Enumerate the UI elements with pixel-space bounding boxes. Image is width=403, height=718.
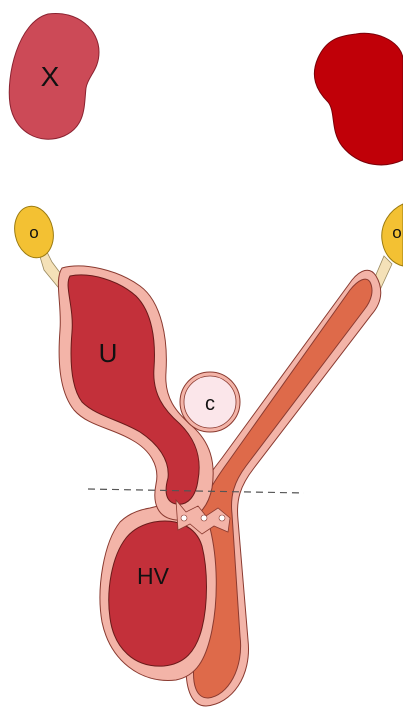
ovary-right-label: o — [392, 223, 401, 242]
uterus-left-horn — [68, 275, 199, 504]
cyst-label: c — [205, 393, 215, 415]
septum-opening-1 — [181, 515, 187, 521]
kidney-left-label: X — [41, 61, 60, 92]
hematocolpos-label: HV — [137, 563, 170, 589]
ovary-left-label: o — [29, 223, 38, 242]
uterus-label: U — [99, 338, 118, 368]
septum-opening-2 — [201, 515, 207, 521]
septum-opening-3 — [219, 515, 225, 521]
hematocolpos — [109, 521, 207, 666]
kidney-right — [314, 33, 403, 165]
